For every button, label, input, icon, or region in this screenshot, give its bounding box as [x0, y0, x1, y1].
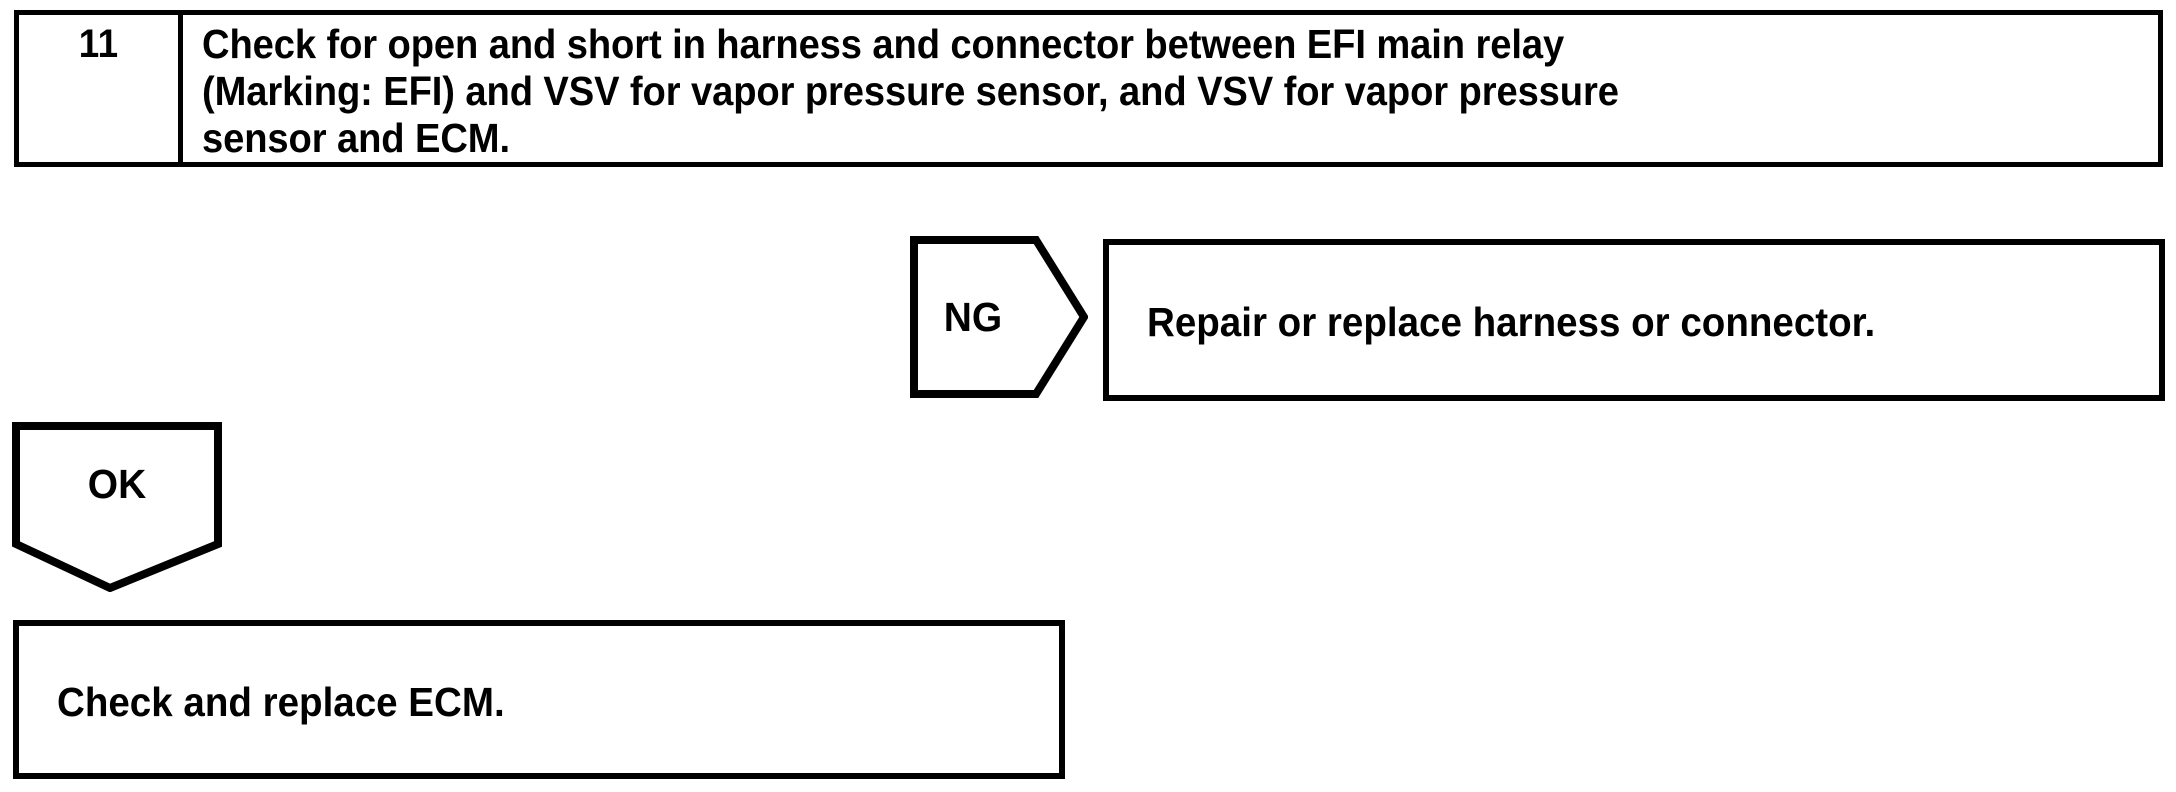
ok-branch-flag: OK [12, 422, 222, 592]
ng-label: NG [943, 293, 1003, 340]
step-number: 11 [78, 22, 119, 66]
ok-pentagon-icon [12, 422, 222, 592]
ng-branch-flag: NG [910, 236, 1088, 398]
step-row: 11 Check for open and short in harness a… [14, 10, 2163, 167]
step-instruction-cell: Check for open and short in harness and … [188, 15, 2158, 162]
ok-result-box: Check and replace ECM. [13, 620, 1065, 779]
step-instruction-line-2: (Marking: EFI) and VSV for vapor pressur… [202, 68, 1619, 114]
ok-result-text: Check and replace ECM. [57, 679, 505, 725]
step-instruction-line-1: Check for open and short in harness and … [202, 21, 1565, 67]
step-instruction-line-3: sensor and ECM. [202, 115, 510, 161]
ok-label: OK [87, 460, 147, 507]
ng-result-text: Repair or replace harness or connector. [1147, 299, 1876, 345]
step-number-cell: 11 [19, 15, 183, 162]
ng-pentagon-icon [910, 236, 1088, 398]
ng-result-box: Repair or replace harness or connector. [1103, 239, 2165, 401]
